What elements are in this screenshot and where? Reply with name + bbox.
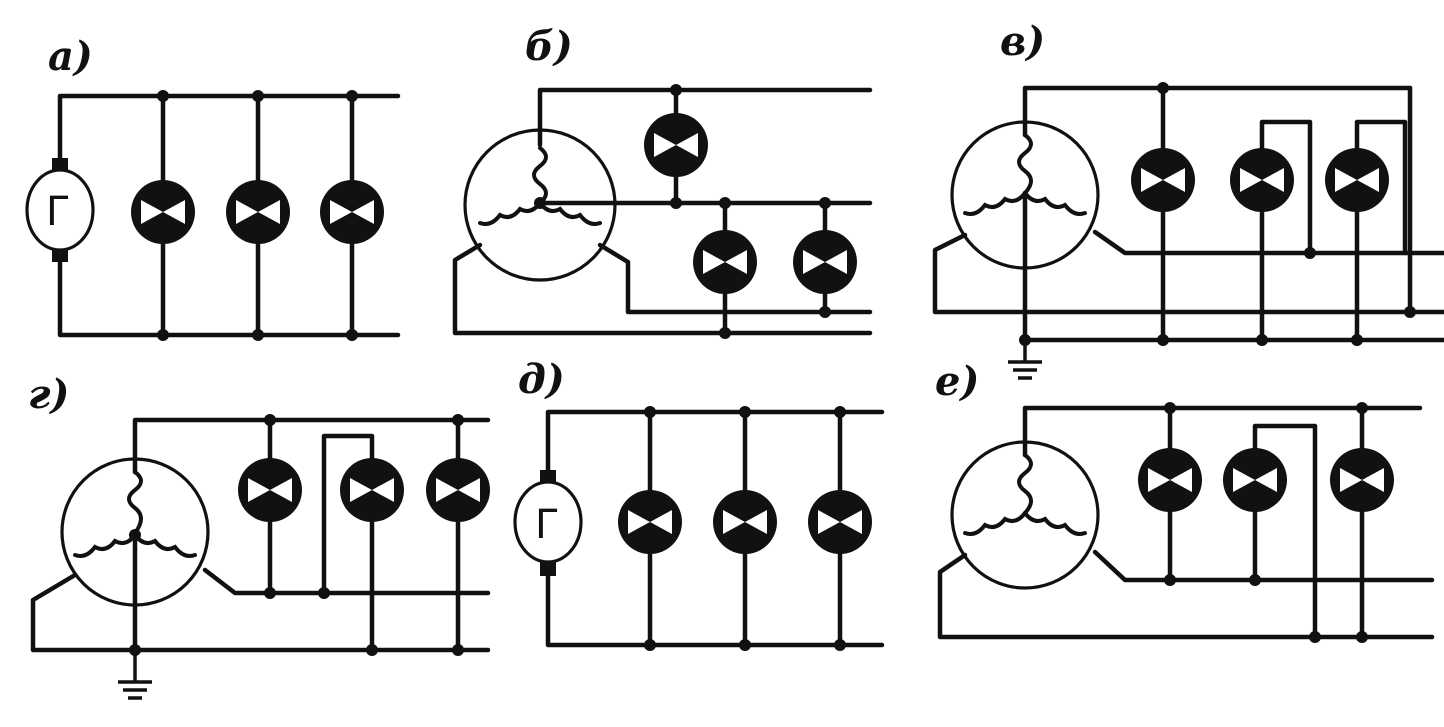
panel-e: е) — [935, 358, 1435, 643]
lamp-a2 — [226, 180, 290, 244]
generator-symbol-a: Г — [46, 189, 70, 235]
lamp-g1 — [238, 458, 302, 522]
panel-d: д) Г — [513, 356, 885, 651]
lamp-e2 — [1223, 448, 1287, 512]
lamp-d3 — [808, 490, 872, 554]
panel-v-label: в) — [1000, 18, 1045, 65]
lamp-g3 — [426, 458, 490, 522]
lamp-v2 — [1230, 148, 1294, 212]
lamp-a1 — [131, 180, 195, 244]
lamp-e3 — [1330, 448, 1394, 512]
panel-v: в) — [932, 18, 1444, 380]
generator-symbol-d: Г — [535, 502, 559, 548]
lamp-b2 — [693, 230, 757, 294]
panel-b: б) — [452, 23, 873, 339]
dc-generator-d: Г — [513, 470, 583, 576]
panel-a-label: а) — [48, 33, 93, 80]
dc-generator-a: Г — [25, 158, 95, 262]
panel-g: г) — [28, 371, 491, 700]
panel-e-label: е) — [935, 358, 979, 405]
lamp-b3 — [793, 230, 857, 294]
lamp-b1 — [644, 113, 708, 177]
lamp-v1 — [1131, 148, 1195, 212]
lamp-a3 — [320, 180, 384, 244]
panel-g-label: г) — [28, 371, 69, 418]
lamp-v3 — [1325, 148, 1389, 212]
lamp-d2 — [713, 490, 777, 554]
panel-d-label: д) — [518, 356, 565, 403]
lamp-d1 — [618, 490, 682, 554]
lamp-e1 — [1138, 448, 1202, 512]
ground-icon-v — [1008, 340, 1042, 380]
ground-icon-g — [118, 650, 152, 700]
panel-a: а) Г — [25, 33, 401, 341]
panel-b-label: б) — [525, 23, 573, 70]
lamp-g2 — [340, 458, 404, 522]
